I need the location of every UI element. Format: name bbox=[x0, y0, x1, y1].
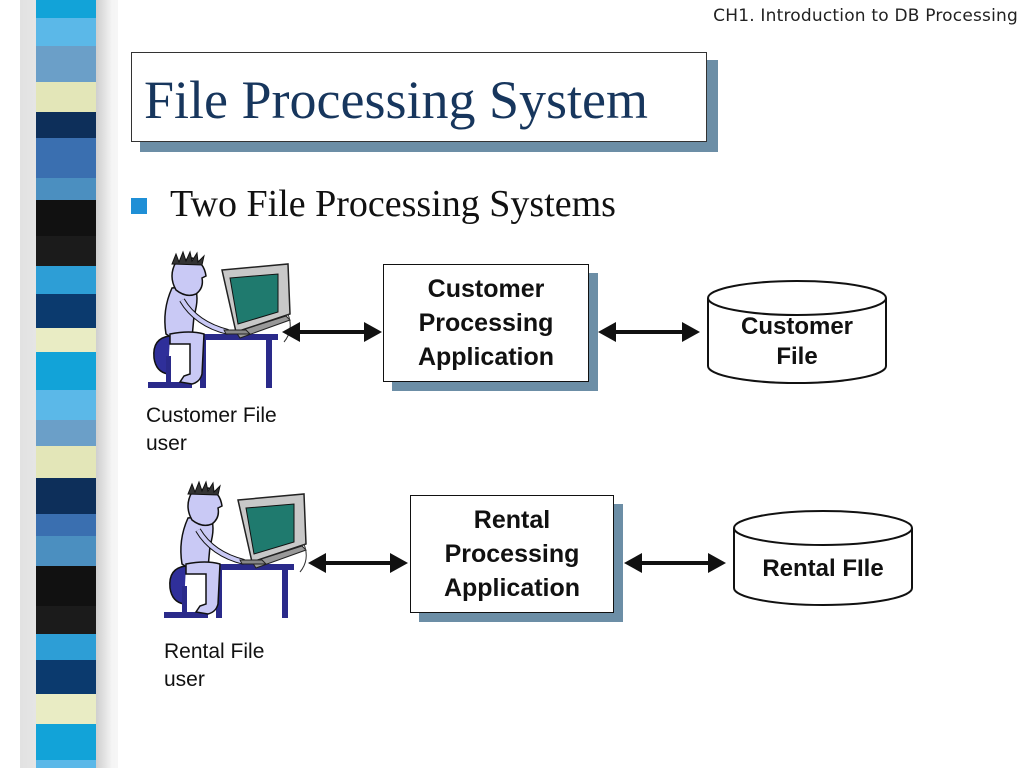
stripe-segment bbox=[36, 46, 96, 82]
customer-user-icon bbox=[148, 252, 290, 388]
rental-application-label: Rental Processing Application bbox=[443, 506, 581, 602]
stripe-segment bbox=[36, 328, 96, 352]
stripe-segment bbox=[36, 266, 96, 294]
slide-header: CH1. Introduction to DB Processing bbox=[713, 6, 1018, 26]
stripe-segment bbox=[36, 82, 96, 112]
rental-user-icon bbox=[164, 482, 306, 618]
user-to-customer-app-arrow-icon bbox=[282, 322, 382, 342]
stripe-segment bbox=[36, 478, 96, 514]
stripe-segment bbox=[36, 0, 96, 18]
stripe-segment bbox=[36, 236, 96, 266]
stripe-segment bbox=[36, 606, 96, 634]
bullet-marker bbox=[131, 198, 147, 214]
rental-file-cylinder-icon bbox=[733, 510, 913, 606]
stripe-segment bbox=[36, 536, 96, 566]
stripe-segment bbox=[36, 420, 96, 446]
customer-application-label: Customer Processing Application bbox=[417, 275, 555, 371]
rental-file-label: Rental FIle bbox=[762, 555, 884, 582]
stripe-segment bbox=[36, 514, 96, 536]
rental-application-box: Rental Processing Application bbox=[410, 495, 614, 613]
stripe-segment bbox=[36, 200, 96, 236]
stripe-segment bbox=[36, 724, 96, 760]
customer-file-label: Customer File bbox=[740, 313, 854, 370]
stripe-segment bbox=[36, 18, 96, 46]
stripe-segment bbox=[36, 566, 96, 606]
stripe-bar bbox=[36, 0, 96, 768]
user-to-rental-app-arrow-icon bbox=[308, 553, 408, 573]
rental-app-to-file-arrow-icon bbox=[624, 553, 726, 573]
stripe-segment bbox=[36, 760, 96, 768]
stripe-segment bbox=[36, 694, 96, 724]
title-box: File Processing System bbox=[131, 52, 707, 142]
stripe-segment bbox=[36, 178, 96, 200]
stripe-segment bbox=[36, 112, 96, 138]
rental-user-label: Rental File user bbox=[164, 640, 265, 691]
stripe-segment bbox=[36, 660, 96, 694]
stripe-segment bbox=[36, 294, 96, 328]
stripe-segment bbox=[36, 390, 96, 420]
stripe-shadow bbox=[96, 0, 112, 768]
page-title: File Processing System bbox=[144, 70, 649, 130]
customer-application-box: Customer Processing Application bbox=[383, 264, 589, 382]
stripe-segment bbox=[36, 634, 96, 660]
customer-app-to-file-arrow-icon bbox=[598, 322, 700, 342]
customer-file-cylinder-icon bbox=[707, 280, 887, 384]
bullet-text: Two File Processing Systems bbox=[170, 183, 616, 225]
stripe-segment bbox=[36, 352, 96, 390]
stripe-segment bbox=[36, 138, 96, 178]
customer-user-label: Customer File user bbox=[146, 404, 277, 455]
stripe-segment bbox=[36, 446, 96, 478]
